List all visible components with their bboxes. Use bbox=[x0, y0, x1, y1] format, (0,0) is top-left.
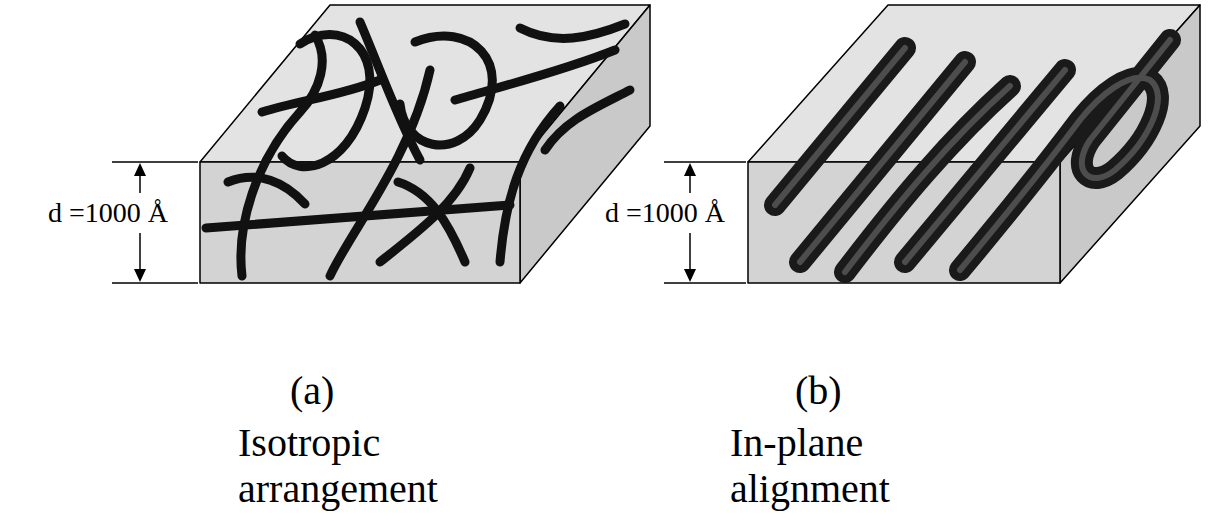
rod-highlight bbox=[960, 40, 1170, 270]
chain bbox=[455, 50, 615, 100]
chain bbox=[500, 106, 560, 262]
rod-highlight bbox=[800, 62, 965, 262]
chain bbox=[228, 177, 305, 204]
chain bbox=[398, 182, 465, 262]
rod bbox=[775, 48, 905, 205]
arrowhead bbox=[134, 269, 146, 282]
chain bbox=[545, 90, 630, 150]
dimension-label: d =1000 Å bbox=[18, 197, 198, 229]
aligned-rods bbox=[775, 40, 1170, 272]
rod-highlight bbox=[775, 48, 905, 205]
dimension-label: d =1000 Å bbox=[582, 197, 748, 229]
dimension-line bbox=[689, 174, 691, 193]
dimension-tick bbox=[112, 161, 198, 163]
dimension-tick bbox=[664, 161, 746, 163]
chain bbox=[330, 70, 430, 276]
chain bbox=[360, 22, 420, 160]
panel-letter: (a) bbox=[290, 368, 334, 414]
dimension-tick bbox=[664, 282, 746, 284]
arrowhead bbox=[134, 163, 146, 176]
chain bbox=[262, 80, 380, 112]
polymer-chains bbox=[206, 22, 630, 276]
chain bbox=[520, 24, 625, 38]
panel-letter: (b) bbox=[795, 368, 842, 414]
panel-caption: In-plane alignment bbox=[730, 420, 970, 512]
slab-side bbox=[520, 5, 650, 283]
dimension-line bbox=[139, 233, 141, 271]
dimension-line bbox=[139, 174, 141, 193]
arrowhead bbox=[684, 163, 696, 176]
dimension-line bbox=[689, 233, 691, 271]
film-slab bbox=[748, 5, 1200, 283]
arrowhead bbox=[684, 269, 696, 282]
film-slab bbox=[200, 5, 650, 283]
panel-caption: Isotropic arrangement bbox=[238, 420, 508, 512]
dimension-tick bbox=[112, 282, 198, 284]
chain bbox=[380, 168, 470, 262]
